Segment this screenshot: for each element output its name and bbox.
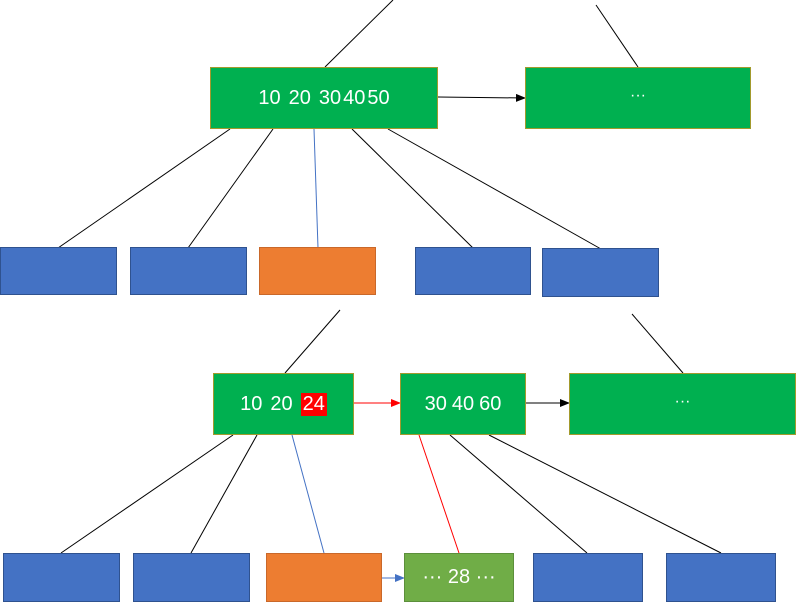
second-key-3: 60 [479,392,502,415]
leaf-target-node: ··· 28 ··· [404,553,514,602]
top-next-node: ··· [525,67,751,129]
top-next-ellipsis: ··· [630,87,646,104]
top-key-3: 30 [318,86,342,109]
edge-top-to-child-5 [387,128,602,250]
edge-bottom-to-leaf-2 [190,434,258,554]
bottom-second-node: 30 40 60 [400,373,526,435]
edge-second-to-leaf-5 [449,434,588,554]
top-main-node: 10 20 30 40 50 [210,67,438,129]
edge-into-bottom-main [284,309,341,374]
bottom-main-node: 10 20 24 [213,373,354,435]
top-key-4: 40 [343,86,366,109]
bottom-key-highlighted: 24 [300,392,327,416]
edge-top-to-child-4 [351,128,474,249]
top-key-2: 20 [288,86,311,109]
edge-bottom-to-leaf-1 [60,434,234,554]
edge-top-to-child-1 [57,128,231,249]
leaf-block-6 [666,553,776,602]
mid-block-5 [542,248,659,297]
mid-block-4 [415,247,531,295]
bottom-next-node: ··· [569,373,796,435]
edge-bottom-to-selected-leaf [291,434,325,554]
leaf-target-text: ··· 28 ··· [422,566,496,588]
edge-parent-to-top-main [324,0,394,68]
second-key-2: 40 [451,392,475,415]
edge-second-to-target-leaf [418,434,460,554]
top-key-5: 50 [367,86,390,109]
bottom-key-2: 20 [270,392,293,415]
edge-into-bottom-next [631,313,684,374]
edge-top-to-selected-child [313,128,319,249]
leaf-block-1 [3,553,120,602]
top-key-1: 10 [258,86,281,109]
mid-block-selected [259,247,376,295]
bottom-next-ellipsis: ··· [674,393,691,410]
leaf-block-2 [133,553,250,602]
leaf-block-5 [533,553,643,602]
mid-block-1 [0,247,117,295]
mid-block-2 [130,247,247,295]
edge-parent-to-top-next [595,4,639,68]
pointer-top-main-to-next [437,93,526,102]
edge-top-to-child-2 [187,128,274,249]
leaf-block-selected [266,553,382,602]
bottom-key-1: 10 [240,392,263,415]
edge-second-to-leaf-6 [488,434,722,554]
second-key-1: 30 [424,392,447,415]
